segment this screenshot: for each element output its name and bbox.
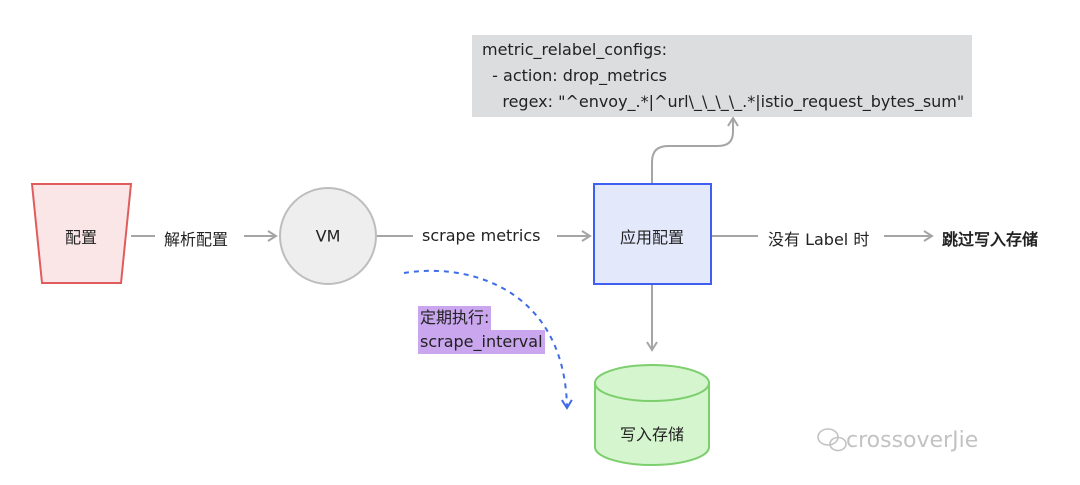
edge-label-skip: 跳过写入存储 [942, 230, 1039, 249]
schedule-line-1: 定期执行: [418, 306, 492, 330]
config-node-shape [30, 183, 133, 284]
relabel-config-block: metric_relabel_configs: - action: drop_m… [472, 35, 973, 117]
code-line: metric_relabel_configs: [482, 40, 667, 59]
edge-label-no-label: 没有 Label 时 [764, 226, 874, 250]
edge-apply-to-config-block [651, 116, 739, 183]
code-line: regex: "^envoy_.*|^url\_\_\_\_.*|istio_r… [482, 92, 965, 111]
schedule-line-2: scrape_interval [418, 330, 545, 354]
code-line: - action: drop_metrics [482, 66, 667, 85]
storage-node-label: 写入存储 [619, 425, 685, 444]
schedule-label: 定期执行: scrape_interval [418, 306, 545, 354]
edge-label-parse: 解析配置 [160, 226, 233, 250]
config-node-label: 配置 [64, 228, 98, 247]
schedule-dashed-arrow [403, 269, 573, 410]
apply-node-shape [593, 183, 712, 285]
apply-node-label: 应用配置 [619, 228, 685, 247]
vm-node-shape [279, 187, 377, 285]
vm-node-label: VM [315, 226, 341, 246]
storage-node-shape [594, 364, 710, 466]
wechat-icon [817, 428, 847, 452]
watermark: crossoverJie [846, 428, 979, 453]
edge-label-scrape: scrape metrics [418, 226, 545, 245]
